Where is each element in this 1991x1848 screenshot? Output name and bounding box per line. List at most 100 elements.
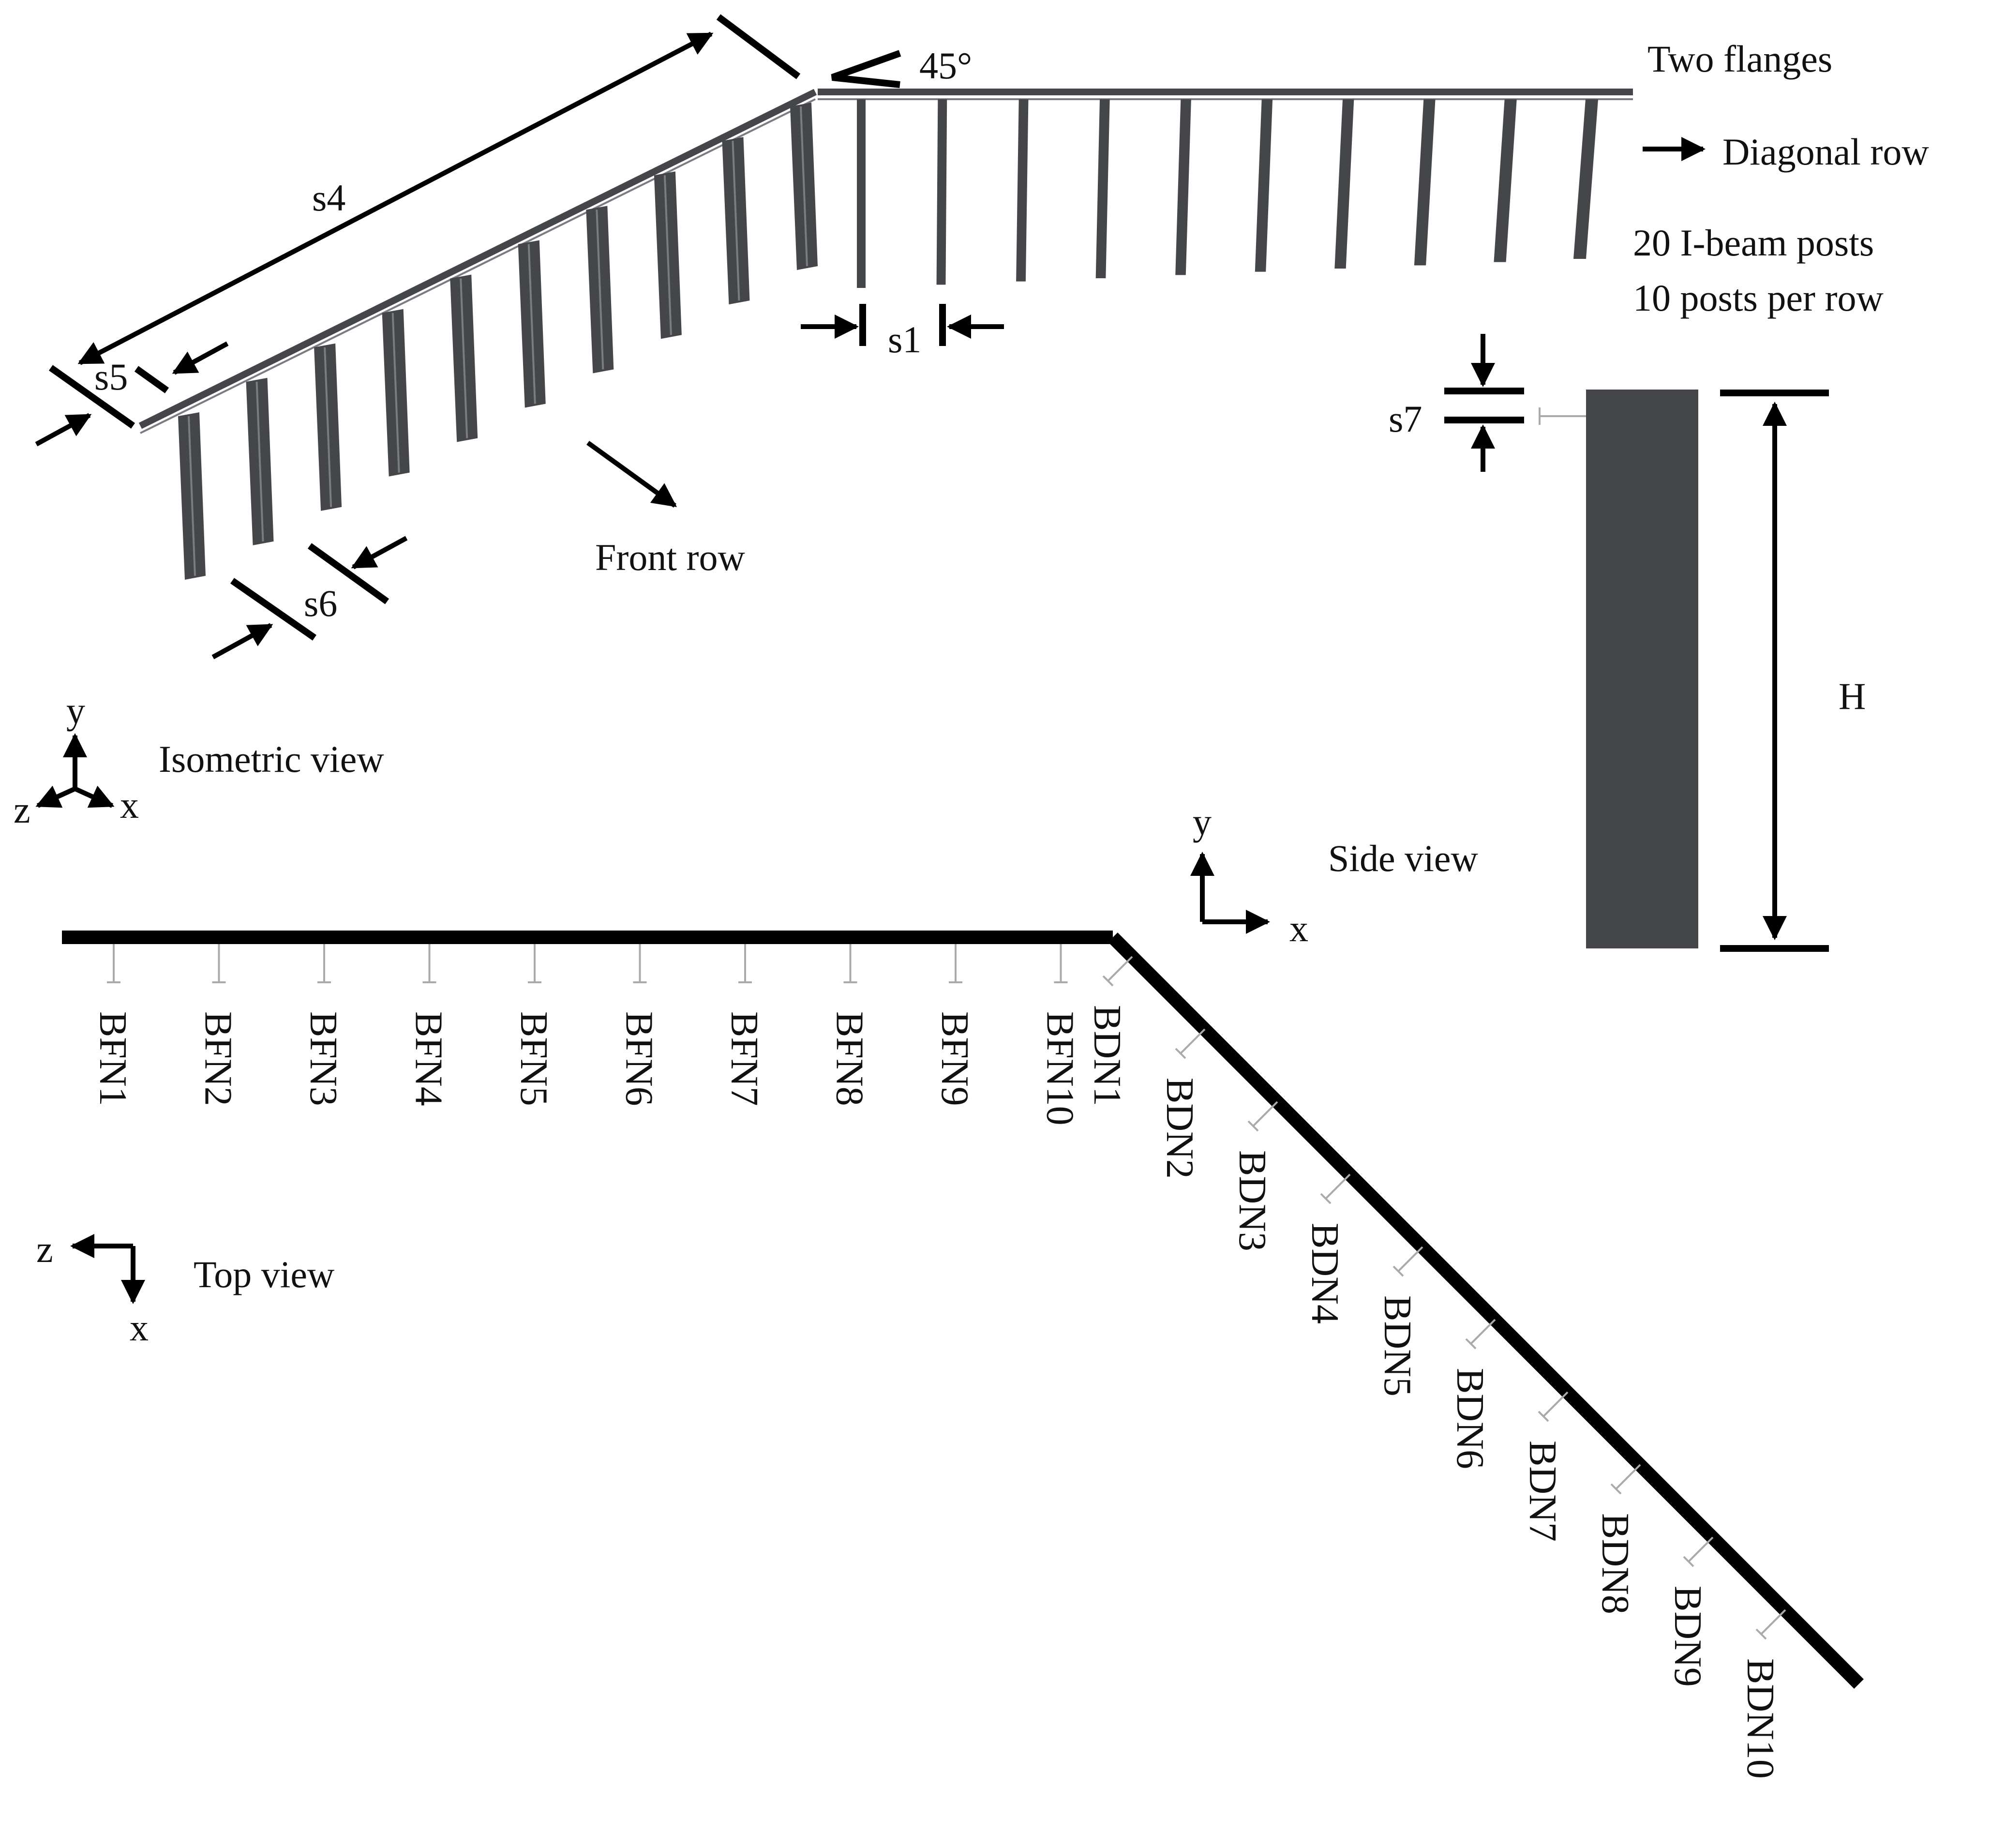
iso-front-post-2 bbox=[246, 377, 274, 545]
posts-per-row-label: 10 posts per row bbox=[1633, 277, 1884, 319]
iso-diagonal-post-5 bbox=[1175, 99, 1191, 275]
s6-upper-tick bbox=[307, 543, 389, 604]
iso-diagonal-post-10 bbox=[1573, 99, 1598, 259]
angle-45-marker bbox=[831, 50, 901, 88]
top-diagonal-post-1 bbox=[1102, 956, 1133, 987]
angle-45-label: 45° bbox=[919, 45, 972, 87]
top-front-post-5 bbox=[528, 944, 541, 983]
top-front-post-2 bbox=[212, 944, 226, 983]
top-diagonal-post-10 bbox=[1755, 1609, 1786, 1640]
top-front-post-label: BFN3 bbox=[302, 1011, 344, 1106]
iso-front-post-6 bbox=[518, 240, 546, 408]
side-view-label: Side view bbox=[1328, 837, 1478, 879]
side-view: s7 H y x Side view bbox=[1190, 334, 1866, 952]
diagonal-row-rail bbox=[818, 89, 1633, 100]
iso-diagonal-post-1 bbox=[857, 99, 866, 288]
top-view-axis-triad: z x bbox=[36, 1228, 149, 1349]
side-axis-y-label: y bbox=[1193, 801, 1212, 843]
top-front-post-label: BFN10 bbox=[1039, 1011, 1081, 1126]
s5-label: s5 bbox=[94, 356, 128, 398]
top-axis-x-label: x bbox=[130, 1307, 149, 1349]
top-view-diagonal-posts: BDN1BDN2BDN3BDN4BDN5BDN6BDN7BDN8BDN9BDN1… bbox=[1086, 956, 1786, 1779]
top-diagonal-post-3 bbox=[1247, 1101, 1278, 1132]
top-diagonal-post-5 bbox=[1392, 1246, 1423, 1277]
h-label: H bbox=[1839, 675, 1866, 717]
side-view-axis-triad: y x bbox=[1190, 801, 1308, 949]
iso-front-post-4 bbox=[382, 309, 410, 477]
iso-diagonal-post-6 bbox=[1255, 99, 1273, 272]
top-diagonal-post-label: BDN6 bbox=[1449, 1368, 1491, 1469]
s6-upper-arrow bbox=[351, 536, 408, 570]
s1-label: s1 bbox=[888, 318, 921, 361]
side-view-post bbox=[1586, 390, 1698, 948]
iso-front-post-10 bbox=[790, 103, 818, 270]
top-front-post-6 bbox=[633, 944, 647, 983]
s5-inner-tick bbox=[134, 366, 169, 393]
iso-diagonal-post-9 bbox=[1494, 99, 1517, 262]
isometric-view-label: Isometric view bbox=[159, 738, 384, 780]
top-diagonal-post-label: BDN5 bbox=[1376, 1295, 1419, 1397]
s6-lower-arrow bbox=[211, 623, 273, 660]
isometric-view: s4 45° Two flanges Diagonal row 20 I-bea… bbox=[14, 14, 1929, 831]
iso-diagonal-post-7 bbox=[1334, 99, 1354, 269]
top-front-post-8 bbox=[843, 944, 857, 983]
s5-outer-arrow bbox=[35, 413, 92, 447]
iso-diagonal-post-2 bbox=[936, 99, 947, 285]
diagonal-row-label: Diagonal row bbox=[1722, 131, 1929, 173]
top-diagonal-post-label: BDN1 bbox=[1086, 1005, 1128, 1106]
top-view-diagonal-rail bbox=[1108, 932, 1864, 1689]
iso-front-post-3 bbox=[314, 343, 342, 511]
top-diagonal-post-7 bbox=[1538, 1391, 1569, 1422]
top-diagonal-post-label: BDN8 bbox=[1594, 1513, 1636, 1614]
s6-lower-tick bbox=[230, 578, 316, 641]
top-diagonal-post-label: BDN9 bbox=[1666, 1586, 1709, 1687]
side-axis-x-label: x bbox=[1289, 907, 1308, 949]
front-row-posts bbox=[178, 103, 818, 580]
top-diagonal-post-4 bbox=[1320, 1173, 1351, 1204]
top-front-post-4 bbox=[422, 944, 436, 983]
top-diagonal-post-8 bbox=[1610, 1464, 1641, 1495]
iso-diagonal-post-4 bbox=[1095, 99, 1110, 278]
iso-front-post-8 bbox=[654, 171, 682, 339]
s4-dimension-arrow bbox=[77, 31, 714, 365]
front-row-arrow bbox=[586, 440, 677, 508]
s4-label: s4 bbox=[312, 177, 345, 219]
posts-total-label: 20 I-beam posts bbox=[1633, 222, 1874, 264]
s7-label: s7 bbox=[1389, 398, 1422, 440]
iso-front-post-7 bbox=[586, 206, 614, 374]
s5-inner-arrow bbox=[172, 341, 229, 375]
iso-front-post-9 bbox=[722, 137, 750, 305]
top-view-label: Top view bbox=[194, 1253, 334, 1295]
top-front-post-label: BFN7 bbox=[723, 1011, 765, 1106]
iso-front-post-5 bbox=[450, 274, 478, 442]
top-front-post-3 bbox=[317, 944, 331, 983]
s4-extension-line bbox=[716, 14, 801, 79]
iso-diagonal-post-3 bbox=[1016, 99, 1029, 282]
iso-axis-z-label: z bbox=[14, 789, 30, 831]
s6-label: s6 bbox=[304, 582, 337, 624]
top-diagonal-post-9 bbox=[1683, 1536, 1714, 1567]
top-diagonal-post-label: BDN2 bbox=[1158, 1078, 1201, 1179]
top-diagonal-post-label: BDN7 bbox=[1521, 1441, 1564, 1542]
iso-front-post-1 bbox=[178, 412, 206, 580]
top-front-post-label: BFN2 bbox=[197, 1011, 240, 1106]
isometric-axis-triad: y z x bbox=[14, 690, 139, 831]
front-row-label: Front row bbox=[595, 536, 745, 578]
top-diagonal-post-label: BDN4 bbox=[1303, 1223, 1346, 1324]
diagonal-row-posts bbox=[857, 99, 1598, 288]
top-diagonal-post-2 bbox=[1175, 1028, 1206, 1059]
top-front-post-7 bbox=[738, 944, 752, 983]
top-diagonal-post-label: BDN10 bbox=[1739, 1658, 1781, 1779]
front-row-rail bbox=[138, 89, 817, 434]
top-front-post-label: BFN1 bbox=[91, 1011, 134, 1106]
top-front-post-1 bbox=[107, 944, 120, 983]
top-front-post-label: BFN6 bbox=[618, 1011, 660, 1106]
iso-axis-y-label: y bbox=[66, 690, 85, 732]
s5-outer-tick bbox=[48, 365, 135, 429]
top-axis-z-label: z bbox=[36, 1228, 53, 1270]
top-front-post-9 bbox=[949, 944, 962, 983]
top-diagonal-post-6 bbox=[1465, 1319, 1496, 1350]
two-flanges-label: Two flanges bbox=[1647, 38, 1832, 80]
